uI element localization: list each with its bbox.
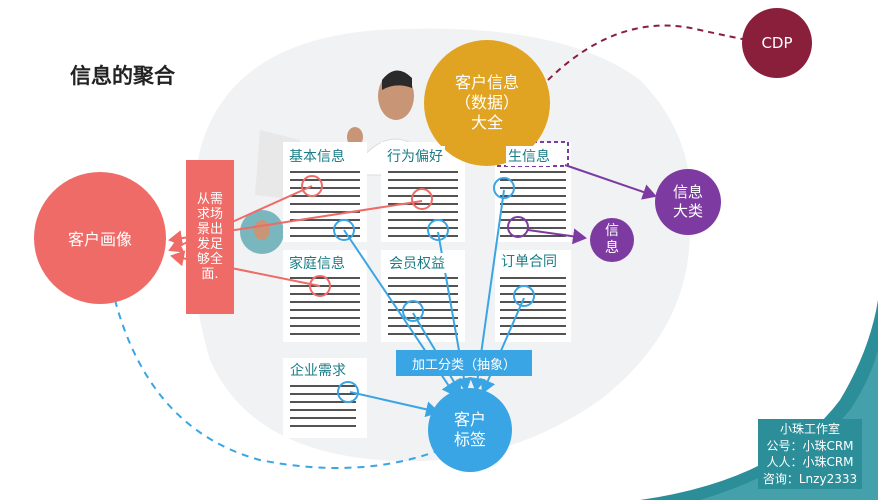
page-title: 信息的聚合 <box>70 64 175 88</box>
side-banner: 从需求场景出发足够全面. <box>186 160 234 314</box>
info-major-line: 大类 <box>672 202 703 220</box>
info-major-label: 信息 大类 <box>655 169 721 235</box>
process-label: 加工分类（抽象） <box>396 350 532 376</box>
purple-arrow-1 <box>564 164 657 200</box>
studio-renren: 人人：小珠CRM <box>766 455 854 469</box>
info-minor-circle <box>590 218 634 262</box>
portrait-to-tags-link <box>114 299 441 469</box>
studio-name: 小珠工作室 <box>779 422 840 436</box>
cdp-label: CDP <box>761 34 793 52</box>
info-minor-line: 信 <box>605 223 619 239</box>
studio-consult: 咨询：Lnzy2333 <box>762 471 858 486</box>
studio-info: 小珠工作室 公号：小珠CRM 人人：小珠CRM 咨询：Lnzy2333 <box>758 419 862 489</box>
card-label-enterprise: 企业需求 <box>288 360 348 380</box>
customer-info-line: 大全 <box>470 113 503 132</box>
card-label-membership: 会员权益 <box>387 253 447 273</box>
customer-info-line: 客户信息 <box>454 73 519 92</box>
background-blob <box>192 28 692 462</box>
info-major-line: 信息 <box>672 183 703 201</box>
ring-purple <box>507 216 529 238</box>
customer-portrait-label: 客户画像 <box>67 230 132 249</box>
card-label-behavior: 行为偏好 <box>385 146 445 166</box>
customer-info-line: （数据） <box>454 93 519 112</box>
ring-blue <box>333 219 355 241</box>
ring-red <box>301 175 323 197</box>
ring-red <box>309 275 331 297</box>
info-major-circle <box>655 169 721 235</box>
customer-info-label: 客户信息 （数据） 大全 <box>424 40 550 166</box>
customer-tags-line: 客户 <box>453 410 486 429</box>
info-minor-line: 息 <box>605 240 619 256</box>
customer-tags-label: 客户 标签 <box>428 388 512 472</box>
ring-blue <box>402 300 424 322</box>
ring-blue <box>493 177 515 199</box>
customer-portrait-circle <box>34 172 166 304</box>
customer-tags-line: 标签 <box>453 430 486 449</box>
ring-red <box>411 188 433 210</box>
purple-arrow-2 <box>527 228 587 245</box>
card-label-orders: 订单合同 <box>499 251 559 271</box>
blue-arrow-6 <box>349 391 440 418</box>
customer-info-circle <box>424 40 550 166</box>
card-label-family: 家庭信息 <box>287 253 347 273</box>
ring-blue <box>427 219 449 241</box>
card-label-life: 生信息 <box>506 146 552 166</box>
cdp-link <box>547 24 761 81</box>
cdp-circle <box>742 8 812 78</box>
customer-tags-circle <box>428 388 512 472</box>
ring-blue <box>337 381 359 403</box>
info-minor-label: 信 息 <box>590 218 634 262</box>
people-illustration <box>240 70 431 254</box>
card-label-basic: 基本信息 <box>287 146 347 166</box>
ring-blue <box>513 285 535 307</box>
studio-public-account: 公号：小珠CRM <box>766 438 854 453</box>
blue-arrow-5 <box>480 297 525 394</box>
